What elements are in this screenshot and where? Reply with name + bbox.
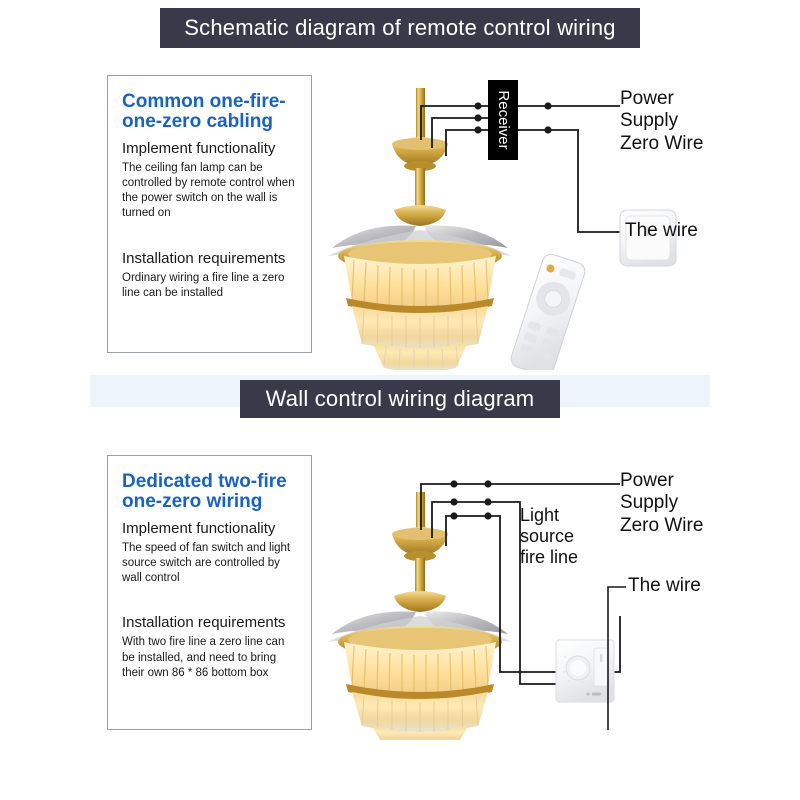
diagram-2-canvas	[328, 480, 621, 740]
wire-harness-1	[420, 105, 488, 156]
label-power-supply-zero-wire-2: Power Supply Zero Wire	[620, 470, 704, 536]
label-power-supply-zero-wire-1: Power Supply Zero Wire	[620, 88, 704, 154]
panel-1-title: Common one-fire-one-zero cabling	[122, 91, 286, 132]
leader-line-the-wire-2	[607, 586, 626, 730]
ceiling-fan-lamp-1	[328, 88, 512, 370]
wire-junction-dots-2	[450, 480, 492, 520]
panel-1-subtitle-functionality: Implement functionality	[122, 139, 276, 157]
diagram-1-canvas: Receiver	[328, 80, 677, 370]
wire-junction-dots-right-1	[544, 102, 552, 134]
panel-1-spacer	[122, 226, 297, 244]
section-header-remote-control: Schematic diagram of remote control wiri…	[160, 8, 640, 48]
panel-2-title: Dedicated two-fire one-zero wiring	[122, 471, 287, 512]
info-panel-common-cabling: Common one-fire-one-zero cabling Impleme…	[107, 75, 312, 353]
wire-harness-2	[420, 483, 620, 685]
section-header-2-text: Wall control wiring diagram	[265, 386, 535, 411]
panel-2-subtitle-functionality: Implement functionality	[122, 519, 276, 537]
wire-harness-out-1	[518, 105, 620, 233]
panel-2-body-installation: With two fire line a zero line can be in…	[122, 636, 285, 679]
wiring-diagram-remote-control: Receiver	[320, 60, 800, 370]
wall-rocker-switch[interactable]	[619, 209, 677, 267]
panel-1-body-installation: Ordinary wiring a fire line a zero line …	[122, 271, 285, 299]
receiver-box: Receiver	[488, 80, 518, 160]
receiver-label: Receiver	[495, 90, 512, 149]
panel-1-body-functionality: The ceiling fan lamp can be controlled b…	[122, 161, 295, 220]
label-light-source-fire-line: Light source fire line	[520, 505, 579, 568]
info-panel-dedicated-wiring: Dedicated two-fire one-zero wiring Imple…	[107, 455, 312, 730]
panel-1-subtitle-installation: Installation requirements	[122, 249, 286, 267]
wire-to-wall-control	[612, 616, 621, 673]
remote-control[interactable]	[509, 252, 587, 370]
wire-junction-dots-left-1	[474, 102, 482, 134]
section-header-wall-control: Wall control wiring diagram	[240, 380, 560, 418]
section-header-1-text: Schematic diagram of remote control wiri…	[184, 15, 616, 40]
label-the-wire-1: The wire	[625, 220, 698, 241]
ceiling-fan-lamp-2	[328, 492, 512, 740]
panel-2-spacer	[122, 590, 297, 608]
wiring-diagram-wall-control	[320, 440, 800, 740]
label-the-wire-2: The wire	[628, 575, 701, 596]
panel-2-subtitle-installation: Installation requirements	[122, 614, 286, 632]
panel-2-body-functionality: The speed of fan switch and light source…	[122, 541, 291, 585]
